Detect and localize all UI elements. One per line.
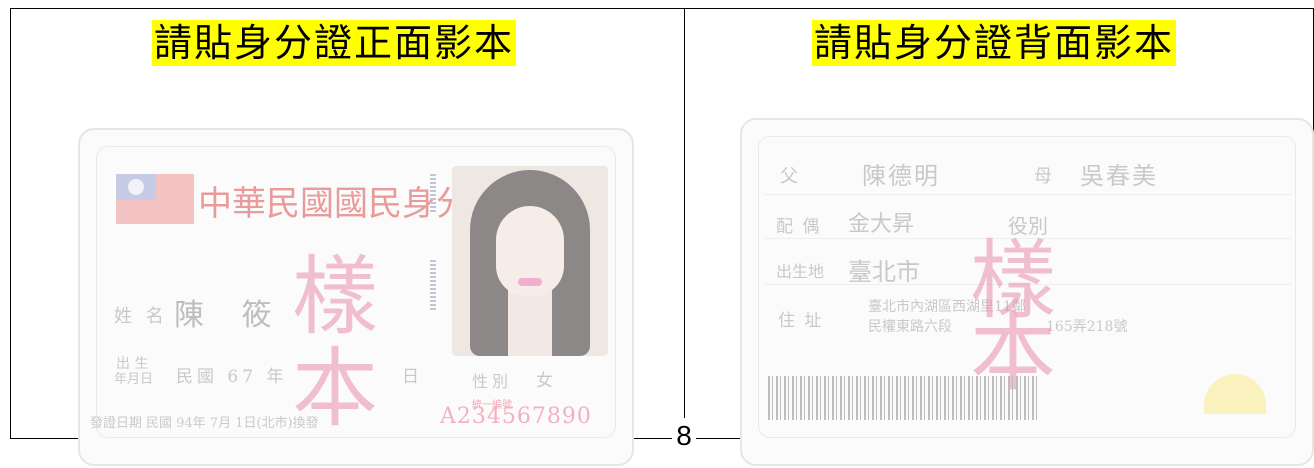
birthplace-label: 出生地 — [776, 262, 825, 281]
frame-divider — [684, 8, 685, 438]
id-number: A234567890 — [440, 404, 592, 429]
name-value: 陳 筱 — [174, 298, 286, 333]
spouse-label: 配 偶 — [776, 217, 822, 237]
address-line-3: 165弄218號 — [1046, 319, 1128, 335]
dob-label-top: 出 生 — [116, 356, 149, 372]
id-number-caption: 統一編號 — [472, 400, 512, 411]
address-line-2: 民權東路六段 — [868, 319, 952, 335]
father-label: 父 — [780, 166, 798, 187]
name-label: 姓 名 — [114, 306, 168, 327]
id-card-front: 中華民國國民身分證 樣 本 姓 名 陳 筱 出 生 年月日 民國 67 年 日 … — [78, 128, 634, 466]
sample-watermark-1: 樣 — [970, 231, 1056, 331]
frame-left-border — [10, 8, 11, 438]
address-line-1: 臺北市內湖區西湖里11鄰 — [868, 299, 1026, 315]
flag-icon — [116, 174, 194, 224]
id-card-back: 父 陳德明 母 吳春美 配 偶 金大昇 役別 出生地 臺北市 住 址 臺北市內湖… — [740, 118, 1314, 466]
gender-label: 性別 — [472, 372, 513, 391]
card-inner-border — [96, 146, 616, 438]
address-label: 住 址 — [778, 311, 824, 331]
mother-label: 母 — [1034, 166, 1052, 187]
portrait-photo — [452, 166, 608, 356]
vertical-code-mark — [430, 260, 436, 310]
card-inner-border — [758, 136, 1296, 438]
barcode — [768, 376, 1040, 420]
father-value: 陳德明 — [862, 162, 940, 190]
mother-value: 吳春美 — [1080, 162, 1158, 190]
front-copy-heading: 請貼身分證正面影本 — [152, 20, 517, 66]
birthplace-value: 臺北市 — [848, 258, 920, 286]
dob-label-bottom: 年月日 — [114, 372, 154, 387]
issue-date-label: 發證日期 — [90, 416, 143, 431]
dob-day: 日 — [402, 367, 419, 387]
back-copy-heading: 請貼身分證背面影本 — [812, 20, 1177, 66]
issue-date-value: 民國 94年 7月 1日(北市)換發 — [146, 416, 319, 431]
sample-watermark-2: 本 — [292, 339, 378, 439]
sample-watermark-1: 樣 — [292, 247, 378, 347]
spouse-value: 金大昇 — [848, 212, 915, 237]
gender-value: 女 — [536, 371, 553, 391]
frame-top-border — [10, 8, 1314, 9]
dob-value: 民國 67 年 — [176, 367, 288, 387]
military-value: 役別 — [1008, 214, 1048, 238]
page-number: 8 — [672, 418, 696, 454]
vertical-code-mark — [430, 174, 436, 214]
